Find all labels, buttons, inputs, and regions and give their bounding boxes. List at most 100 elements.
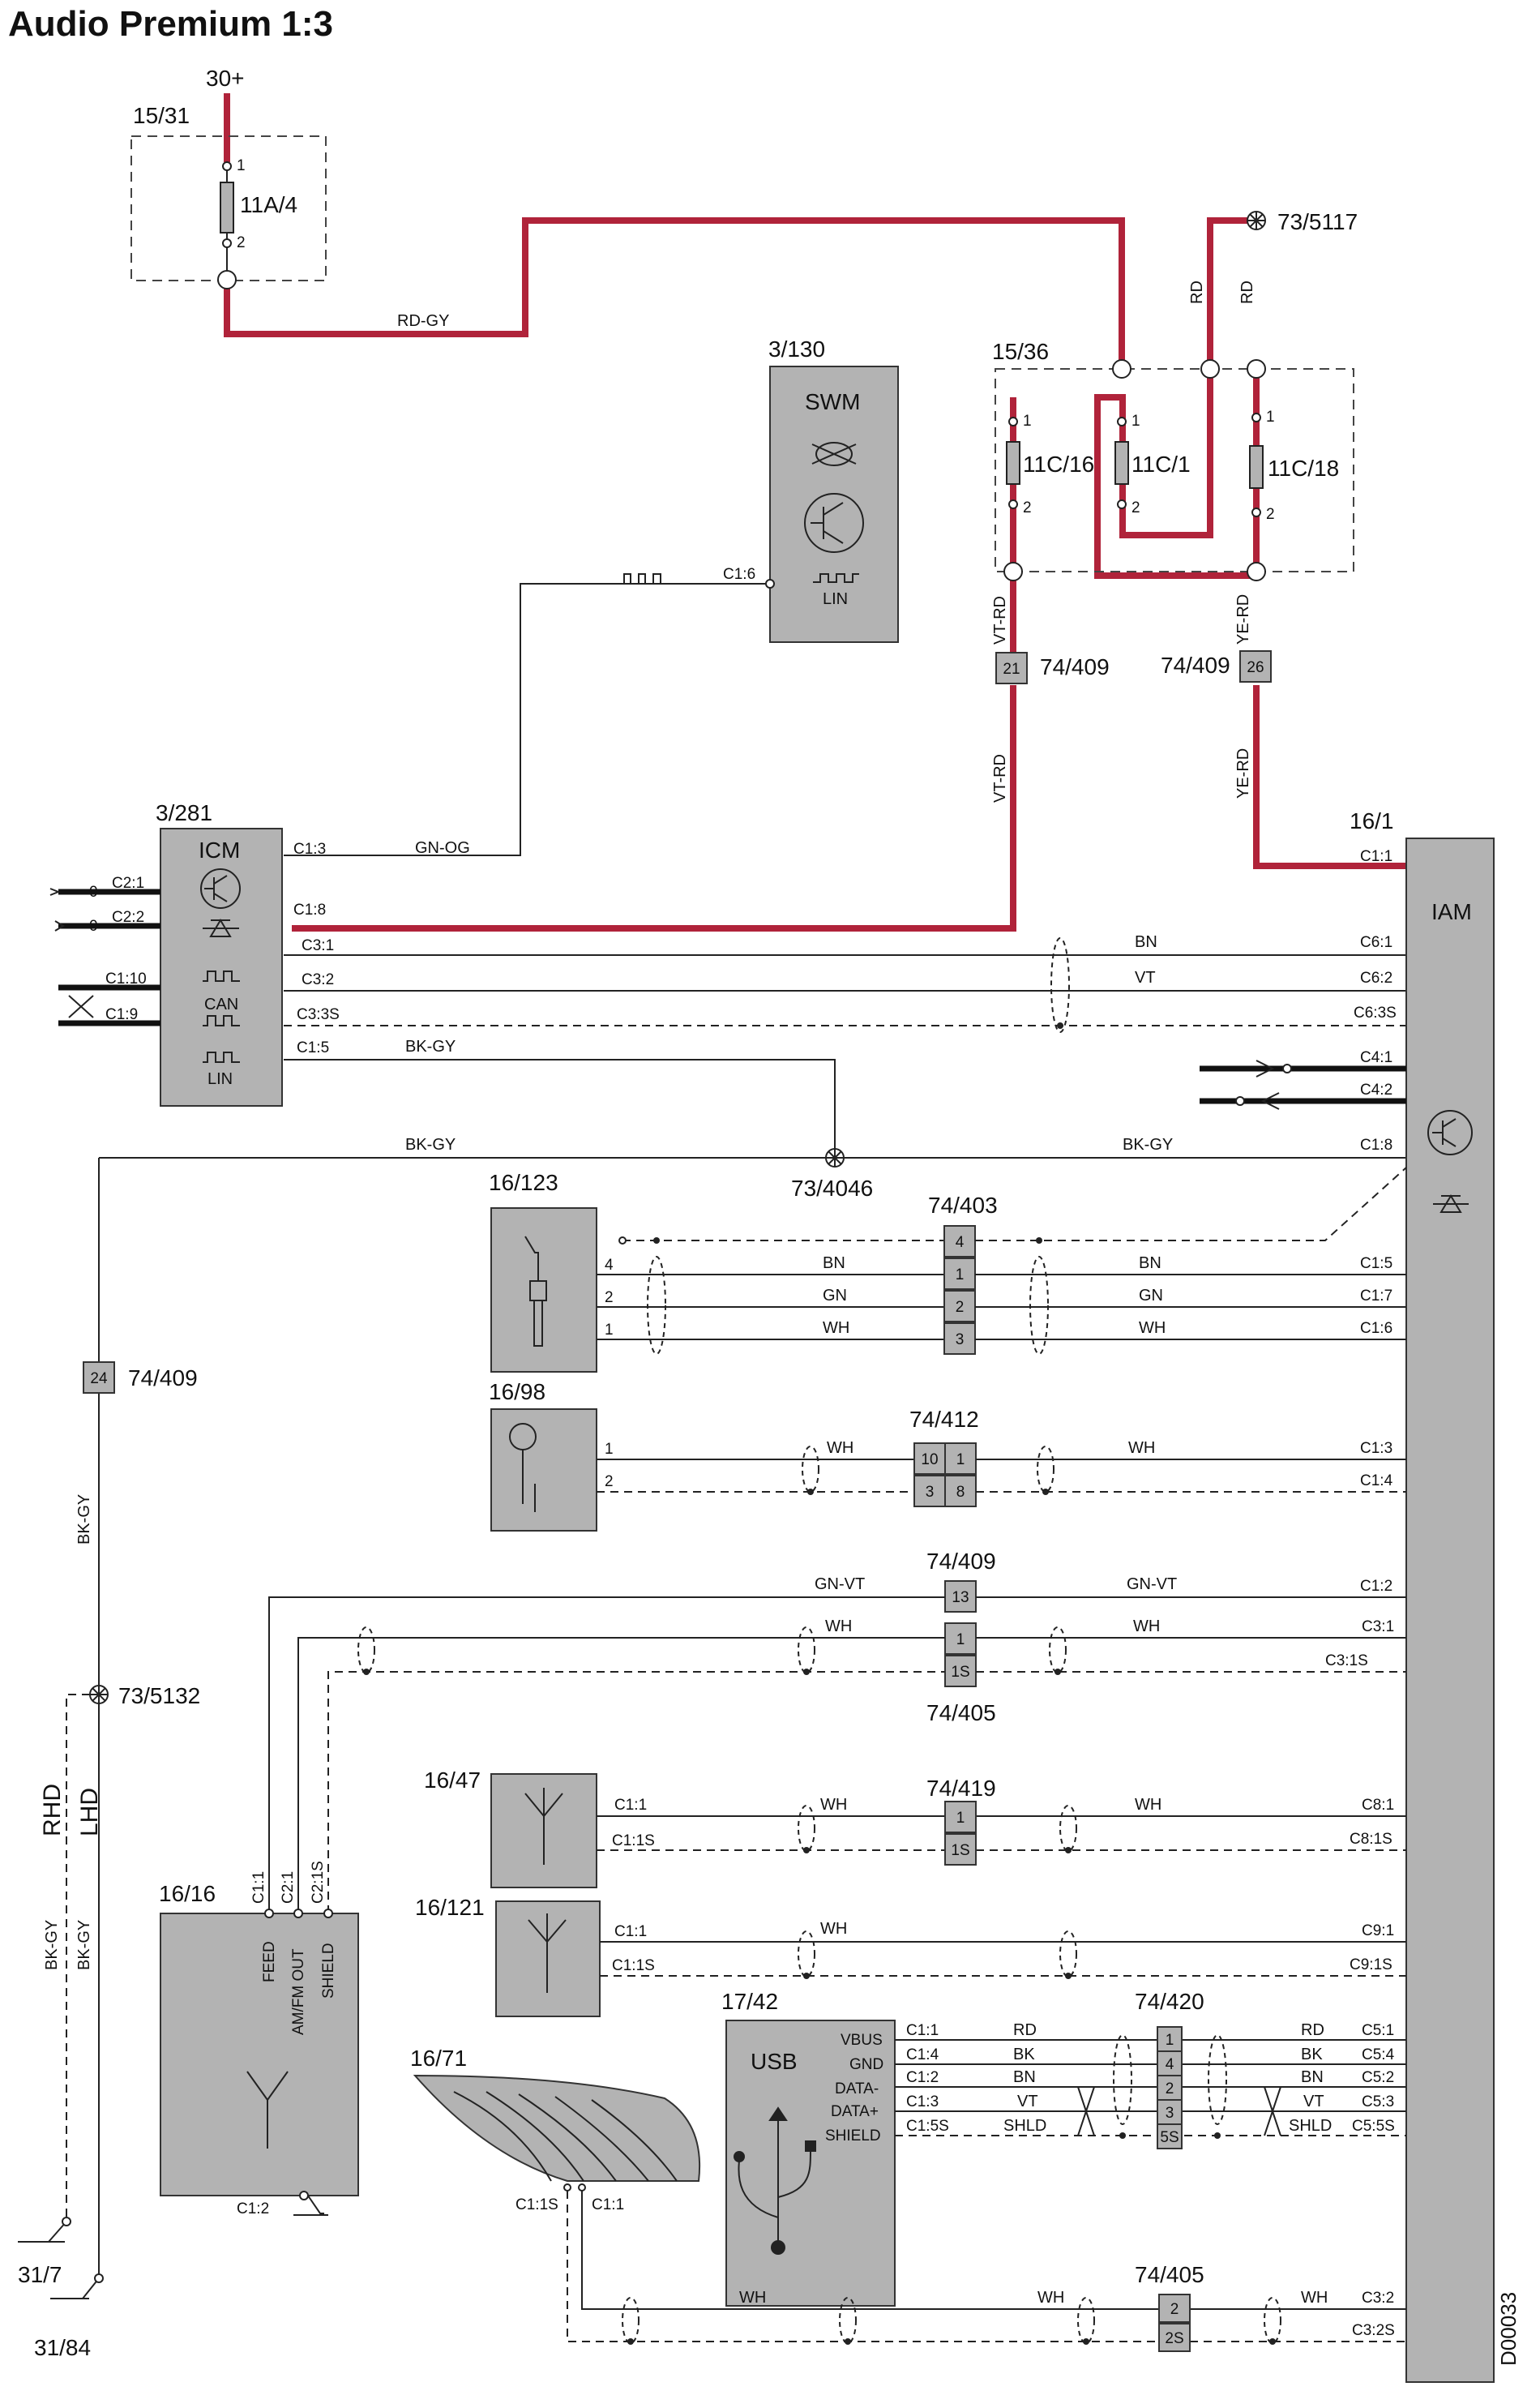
connector-pin-26: 26 (1247, 659, 1264, 676)
iam-pin-c1-4: C1:4 (1360, 1472, 1393, 1489)
steering-wheel-icon (811, 442, 857, 466)
ant1-ref: 16/47 (424, 1767, 481, 1793)
usb-17-42: 17/42 USB VBUS GND DATA- DATA+ SHIELD C1… (721, 1989, 1406, 2307)
wire-color-vt-rd-2: VT-RD (991, 754, 1009, 803)
connector-pin-24: 24 (90, 1370, 108, 1387)
iam-pin-c9-1s: C9:1S (1350, 1956, 1392, 1973)
usb-pin-c1-3: C1:3 (906, 2093, 939, 2110)
connector-74-409-label-c: 74/409 (128, 1365, 198, 1390)
wire-color-bn-d: BN (1013, 2068, 1036, 2086)
iam-pin-c8-1s: C8:1S (1350, 1831, 1392, 1848)
wire-color-wh-h: WH (1135, 1796, 1161, 1814)
wire-color-vt-c: VT (1303, 2093, 1324, 2110)
ground-5132-label: 73/5132 (118, 1683, 200, 1708)
wire-color-rd-3: RD (1013, 2021, 1037, 2039)
iam-pin-c1-7: C1:7 (1360, 1288, 1392, 1305)
c419-pin-1: 1 (956, 1810, 965, 1827)
c405b-pin-2: 2 (1170, 2301, 1179, 2318)
connector-74-405-label-b: 74/405 (1135, 2262, 1204, 2287)
wire-color-bk-gy-f: BK-GY (75, 1920, 93, 1970)
wire-color-wh-k: WH (1037, 2289, 1064, 2307)
tuner-amfm-label: AM/FM OUT (290, 1948, 307, 2035)
c405b-pin-2s: 2S (1165, 2330, 1183, 2347)
connector-74-419-label: 74/419 (926, 1776, 996, 1801)
icm-lin-label: LIN (207, 1070, 233, 1088)
swm-lin-label: LIN (823, 590, 848, 608)
iam-pin-c4-2: C4:2 (1360, 1082, 1392, 1099)
iam-pin-c1-2: C1:2 (1360, 1578, 1392, 1595)
icm-pin-c1-9: C1:9 (105, 1006, 138, 1023)
fuse-b-pin1-c: 1 (1266, 409, 1275, 426)
ground-73-5117: 73/5117 (1247, 209, 1358, 234)
icm-pin-c1-8: C1:8 (293, 902, 326, 919)
wire-color-gn-og: GN-OG (415, 839, 470, 857)
window-antenna-shape (413, 2074, 701, 2182)
wire-color-bn-a: BN (1135, 933, 1157, 951)
fuse-b-pin1-a: 1 (1023, 413, 1032, 430)
connector-74-403-label: 74/403 (928, 1193, 998, 1218)
wire-color-wh-e: WH (825, 1617, 852, 1635)
wire-color-bk-gy-c: BK-GY (1123, 1136, 1173, 1154)
wire-color-bk-a: BK (1013, 2046, 1035, 2063)
iam-pin-c1-1: C1:1 (1360, 848, 1392, 865)
wire-color-vt-b: VT (1017, 2093, 1038, 2110)
iam-pin-c9-1: C9:1 (1362, 1922, 1394, 1939)
c403-pin-3: 3 (956, 1331, 965, 1348)
tuner-pin-c2-1: C2:1 (280, 1871, 297, 1904)
ant1-pin-c1-1: C1:1 (614, 1797, 647, 1814)
wire-color-bn-c: BN (1139, 1254, 1161, 1272)
icm-pin-c2-1: C2:1 (112, 875, 144, 892)
iam-ref: 16/1 (1350, 808, 1394, 833)
icm-pin-c3-3s: C3:3S (297, 1006, 340, 1023)
connector-74-403: 74/403 4 1 2 3 BN GN WH (928, 1167, 1407, 1355)
icm-pin-c3-2: C3:2 (302, 971, 334, 988)
usb-label-vbus: VBUS (841, 2032, 883, 2049)
tuner-16-16: 16/16 C1:1 C2:1 C2:1S FEED AM/FM OUT SHI… (159, 1861, 359, 2217)
aux-pin-1: 1 (605, 1322, 614, 1339)
icm-module: 3/281 ICM CAN LIN C2:1 C2:2 C1:10 C1:9 0… (49, 800, 470, 1107)
wire-color-bk-gy-d: BK-GY (75, 1494, 93, 1545)
c409-pin-13: 13 (952, 1589, 969, 1606)
fuse-11c18: 11C/18 (1268, 456, 1339, 481)
icm-zero-a: 0 (89, 884, 98, 901)
usb-ref: 17/42 (721, 1989, 778, 2014)
usb-name: USB (751, 2049, 798, 2074)
iam-pin-c5-1: C5:1 (1362, 2022, 1394, 2039)
ground-73-5132: 73/5132 RHD LHD BK-GY BK-GY 31/7 31/84 (18, 1683, 200, 2360)
tuner-antenna-icon (246, 2071, 289, 2149)
antenna-icon-b (528, 1913, 567, 1993)
fusebox-b-ref: 15/36 (992, 339, 1049, 364)
connector-74-412: 74/412 10 1 3 8 WH (909, 1407, 1406, 1507)
c405-pin-1s: 1S (951, 1664, 969, 1681)
ant2-pin-c1-1s: C1:1S (612, 1957, 655, 1974)
c420-pin-2: 2 (1166, 2080, 1174, 2097)
iam-pin-c1-3: C1:3 (1360, 1440, 1392, 1457)
aux-pin-2: 2 (605, 1289, 614, 1306)
iam-transistor-icon (1427, 1110, 1473, 1155)
icm-pin-c3-1: C3:1 (302, 937, 334, 954)
iam-pin-c3-1: C3:1 (1362, 1618, 1394, 1635)
wire-color-wh-a: WH (823, 1319, 849, 1337)
c420-pin-5s: 5S (1160, 2129, 1179, 2146)
fuse-b-pin2-c: 2 (1266, 506, 1275, 523)
connector-pin-21: 21 (1003, 661, 1020, 678)
iam-c4-wires (1200, 1060, 1406, 1110)
icm-pin-c1-10: C1:10 (105, 970, 147, 988)
iam-pin-c5-4: C5:4 (1362, 2046, 1395, 2063)
connector-74-420: 74/420 1 4 2 3 5S (1135, 1989, 1204, 2149)
tuner-feed-label: FEED (261, 1941, 278, 1982)
wire-color-rd-gy: RD-GY (397, 312, 449, 330)
tuner-pin-c2-1s: C2:1S (310, 1861, 327, 1904)
c420-pin-4: 4 (1166, 2056, 1174, 2073)
c403-pin-4: 4 (956, 1234, 965, 1251)
fusebox-15-31: 15/31 1 2 11A/4 (130, 103, 327, 289)
supply-label: 30+ (206, 66, 245, 91)
iam-pin-c4-1: C4:1 (1360, 1049, 1392, 1066)
wire-color-shld-a: SHLD (1003, 2117, 1046, 2135)
wire-color-bk-b: BK (1301, 2046, 1323, 2063)
swm-module: 3/130 SWM LIN C1:6 (284, 336, 899, 856)
swm-name: SWM (805, 389, 860, 414)
fusebox-a-ref: 15/31 (133, 103, 190, 128)
ant3-pin-c1-1s: C1:1S (515, 2196, 558, 2213)
